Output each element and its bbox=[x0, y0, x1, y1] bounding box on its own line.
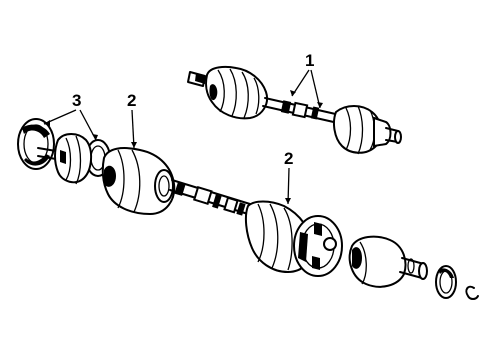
callout-2a: 2 bbox=[127, 91, 137, 149]
callout-2b: 2 bbox=[284, 149, 293, 205]
callout-2b-label: 2 bbox=[284, 149, 293, 168]
callout-3: 3 bbox=[43, 91, 98, 141]
upper-axle-shaft-assembly bbox=[187, 65, 402, 155]
callout-1: 1 bbox=[290, 51, 323, 109]
callout-1-label: 1 bbox=[305, 51, 314, 70]
outer-cv-joint-housing bbox=[348, 235, 428, 288]
lower-shaft bbox=[169, 179, 251, 216]
lower-inner-cv-joint bbox=[37, 133, 176, 216]
callout-2a-label: 2 bbox=[127, 91, 136, 110]
callout-1-leader-b bbox=[310, 69, 321, 109]
lower-outer-cv-joint-boot bbox=[244, 200, 343, 277]
clip bbox=[465, 285, 479, 300]
callout-2a-leader bbox=[131, 109, 135, 149]
snap-ring bbox=[435, 265, 457, 299]
callout-3-label: 3 bbox=[72, 91, 81, 110]
